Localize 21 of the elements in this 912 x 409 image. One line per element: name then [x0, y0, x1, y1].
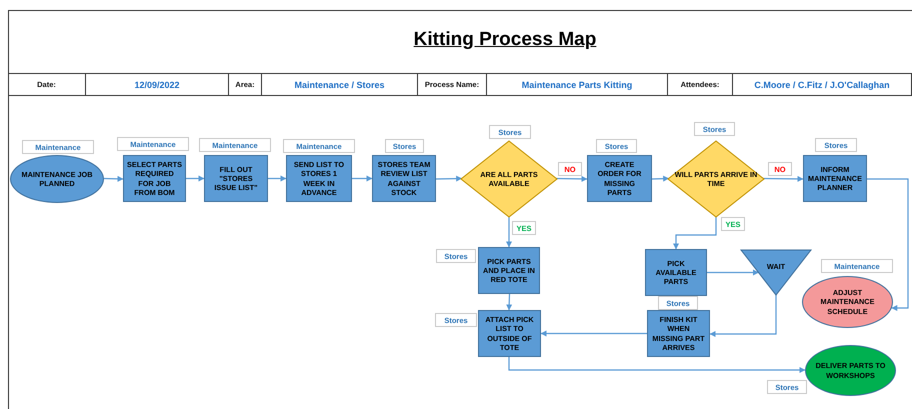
- arrow: [556, 176, 588, 182]
- arrow: [540, 330, 647, 336]
- arrow: [508, 357, 806, 373]
- arrow: [707, 270, 759, 276]
- arrow: [104, 176, 124, 182]
- arrow: [867, 178, 909, 311]
- header-value: Maintenance Parts Kitting: [522, 80, 632, 90]
- arrow: [506, 217, 512, 248]
- arrow: [186, 176, 204, 182]
- arrow: [436, 176, 462, 182]
- header-value: C.Moore / C.Fitz / J.O'Callaghan: [754, 80, 890, 90]
- header-value: 12/09/2022: [134, 80, 180, 90]
- diagram-title: Kitting Process Map: [412, 29, 598, 51]
- arrow: [268, 176, 286, 182]
- arrow: [673, 217, 717, 250]
- header-value: Maintenance / Stores: [294, 80, 385, 90]
- arrow: [652, 176, 670, 182]
- arrow: [763, 176, 804, 182]
- arrow: [506, 294, 512, 310]
- arrow: [352, 176, 372, 182]
- arrow: [710, 295, 777, 337]
